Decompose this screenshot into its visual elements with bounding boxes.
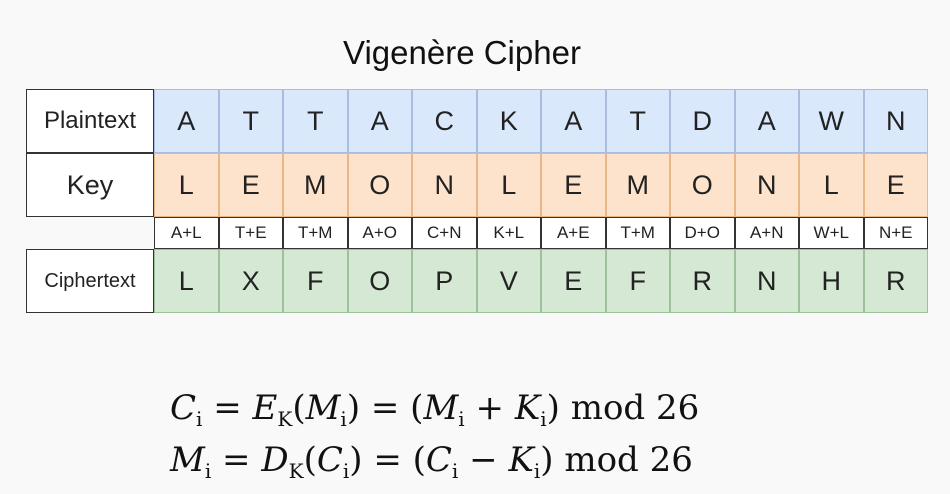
plaintext-cell: A: [541, 89, 606, 153]
plaintext-label: Plaintext: [26, 89, 154, 153]
plaintext-cell: T: [218, 89, 283, 153]
formula-modulus: mod 26: [570, 388, 700, 428]
plaintext-cell: A: [734, 89, 799, 153]
key-cell: L: [799, 153, 864, 217]
formula-symbol: C: [425, 440, 452, 480]
key-cell: M: [605, 153, 670, 217]
key-cell: O: [347, 153, 412, 217]
key-cell: E: [863, 153, 928, 217]
formula-symbol: C: [316, 440, 343, 480]
key-cell: N: [412, 153, 477, 217]
formula-subscript: i: [196, 407, 203, 431]
formula-symbol: K: [508, 440, 534, 480]
sum-cell: A+O: [347, 217, 412, 249]
formula-subscript: K: [277, 407, 293, 431]
sum-cell: T+E: [218, 217, 283, 249]
formula-symbol: M: [305, 388, 341, 428]
ciphertext-cell: X: [218, 249, 283, 313]
key-cell: M: [283, 153, 348, 217]
plaintext-cell: N: [863, 89, 928, 153]
sum-cell: W+L: [799, 217, 864, 249]
ciphertext-cell: R: [863, 249, 928, 313]
encryption-formula: Ci = EK(Mi) = (Mi + Ki) mod 26: [170, 388, 700, 431]
formula-symbol: C: [170, 388, 197, 428]
ciphertext-cell: L: [154, 249, 219, 313]
formula-operator: −: [469, 440, 498, 480]
sum-cell: A+L: [154, 217, 219, 249]
formula-symbol: E: [252, 388, 278, 428]
plaintext-cell: A: [154, 89, 219, 153]
formula-modulus: mod 26: [564, 440, 693, 480]
plaintext-cell: K: [476, 89, 541, 153]
sum-cell: D+O: [670, 217, 735, 249]
formula-subscript: i: [342, 459, 350, 483]
key-cell: L: [476, 153, 541, 217]
ciphertext-cell: O: [347, 249, 412, 313]
sum-cell: T+M: [283, 217, 348, 249]
formula-symbol: M: [423, 388, 459, 428]
decryption-formula: Mi = DK(Ci) = (Ci − Ki) mod 26: [170, 440, 693, 483]
sum-cell: C+N: [412, 217, 477, 249]
key-label: Key: [26, 153, 154, 217]
ciphertext-label: Ciphertext: [26, 249, 154, 313]
formula-subscript: i: [340, 407, 347, 431]
sum-cell: T+M: [605, 217, 670, 249]
key-cell: O: [670, 153, 735, 217]
key-cell: E: [541, 153, 606, 217]
ciphertext-cell: E: [541, 249, 606, 313]
diagram-title: Vigenère Cipher: [343, 34, 581, 71]
sum-row-spacer: [26, 217, 154, 249]
ciphertext-cell: F: [605, 249, 670, 313]
ciphertext-cell: P: [412, 249, 477, 313]
sum-cell: K+L: [476, 217, 541, 249]
formula-subscript: i: [451, 459, 459, 483]
ciphertext-cell: N: [734, 249, 799, 313]
ciphertext-cell: R: [670, 249, 735, 313]
ciphertext-cell: H: [799, 249, 864, 313]
formula-symbol: M: [170, 440, 205, 480]
ciphertext-cell: F: [283, 249, 348, 313]
plaintext-cell: A: [347, 89, 412, 153]
ciphertext-cell: V: [476, 249, 541, 313]
sum-cell: A+N: [734, 217, 799, 249]
formula-subscript: i: [458, 407, 465, 431]
formula-subscript: K: [288, 459, 304, 483]
plaintext-cell: C: [412, 89, 477, 153]
plaintext-cell: W: [799, 89, 864, 153]
formula-operator: +: [475, 388, 505, 428]
key-cell: E: [218, 153, 283, 217]
sum-cell: A+E: [541, 217, 606, 249]
formula-symbol: K: [514, 388, 541, 428]
sum-cell: N+E: [863, 217, 928, 249]
plaintext-cell: T: [283, 89, 348, 153]
plaintext-cell: D: [670, 89, 735, 153]
formula-symbol: D: [261, 440, 289, 480]
key-cell: L: [154, 153, 219, 217]
formula-subscript: i: [540, 407, 547, 431]
key-cell: N: [734, 153, 799, 217]
plaintext-cell: T: [605, 89, 670, 153]
formula-subscript: i: [533, 459, 541, 483]
formula-subscript: i: [204, 459, 212, 483]
